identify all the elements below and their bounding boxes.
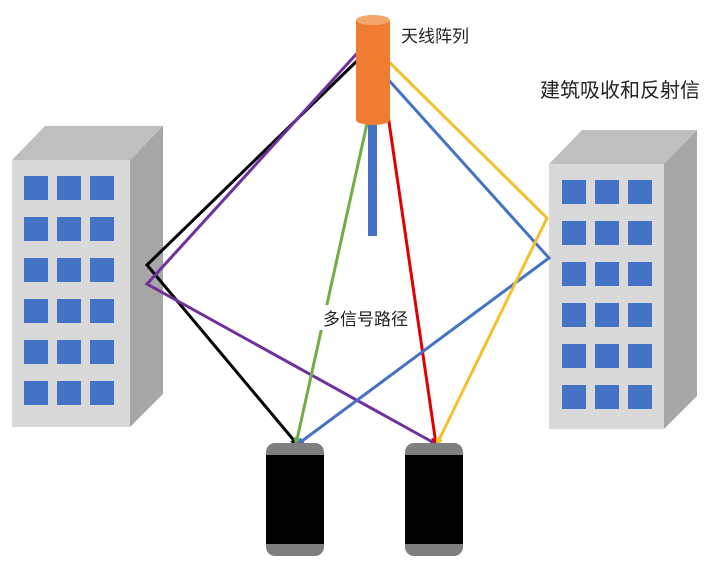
right-building — [549, 130, 697, 429]
right-building-window — [595, 180, 619, 204]
right-building-window — [595, 221, 619, 245]
right-building-window — [562, 221, 586, 245]
left-building-window — [24, 217, 48, 241]
left-building-side — [130, 126, 163, 427]
left-building — [12, 126, 163, 427]
path-red-direct — [380, 73, 440, 446]
path-purple-reflected-left — [144, 48, 438, 446]
right-building-window — [628, 180, 652, 204]
right-building-top — [549, 130, 697, 164]
right-building-window — [628, 303, 652, 327]
left-building-windows — [24, 176, 114, 405]
right-building-window — [562, 344, 586, 368]
antenna-body — [356, 20, 390, 120]
right-building-window — [628, 385, 652, 409]
left-building-window — [57, 217, 81, 241]
left-building-window — [57, 299, 81, 323]
left-building-window — [57, 340, 81, 364]
left-building-window — [90, 176, 114, 200]
right-building-side — [664, 130, 697, 429]
left-building-window — [24, 299, 48, 323]
path-blue-reflected-right — [296, 74, 552, 446]
left-building-window — [24, 176, 48, 200]
left-building-window — [90, 340, 114, 364]
left-building-window — [24, 340, 48, 364]
right-building-windows — [562, 180, 652, 409]
left-building-window — [57, 176, 81, 200]
right-building-window — [562, 385, 586, 409]
antenna-array-label: 天线阵列 — [401, 27, 469, 47]
left-building-window — [90, 217, 114, 241]
left-building-top — [12, 126, 163, 160]
right-building-window — [595, 385, 619, 409]
right-building-window — [562, 262, 586, 286]
right-building-window — [595, 262, 619, 286]
left-building-window — [90, 258, 114, 282]
right-building-window — [595, 344, 619, 368]
right-building-window — [628, 262, 652, 286]
right-building-window — [562, 303, 586, 327]
path-yellow-reflected-right — [383, 56, 549, 446]
left-building-window — [57, 258, 81, 282]
multipath-label: 多信号路径 — [320, 305, 411, 330]
right-building-window — [628, 344, 652, 368]
antenna-bottom — [356, 115, 390, 125]
left-building-window — [57, 381, 81, 405]
left-building-window — [90, 299, 114, 323]
antenna-array-icon — [356, 15, 390, 125]
building-reflection-label: 建筑吸收和反射信 — [540, 78, 700, 102]
phone-left-screen — [266, 455, 324, 544]
antenna-mast — [368, 120, 377, 236]
antenna-top — [356, 15, 390, 25]
right-building-window — [595, 303, 619, 327]
right-building-window — [562, 180, 586, 204]
signal-paths — [144, 48, 552, 446]
left-building-window — [90, 381, 114, 405]
left-building-window — [24, 381, 48, 405]
path-green-direct — [293, 73, 380, 446]
phone-right-screen — [405, 455, 463, 544]
right-building-front — [549, 164, 664, 429]
right-building-window — [628, 221, 652, 245]
left-building-window — [24, 258, 48, 282]
mobile-phone-icon — [405, 443, 463, 556]
mobile-phone-icon — [266, 443, 324, 556]
